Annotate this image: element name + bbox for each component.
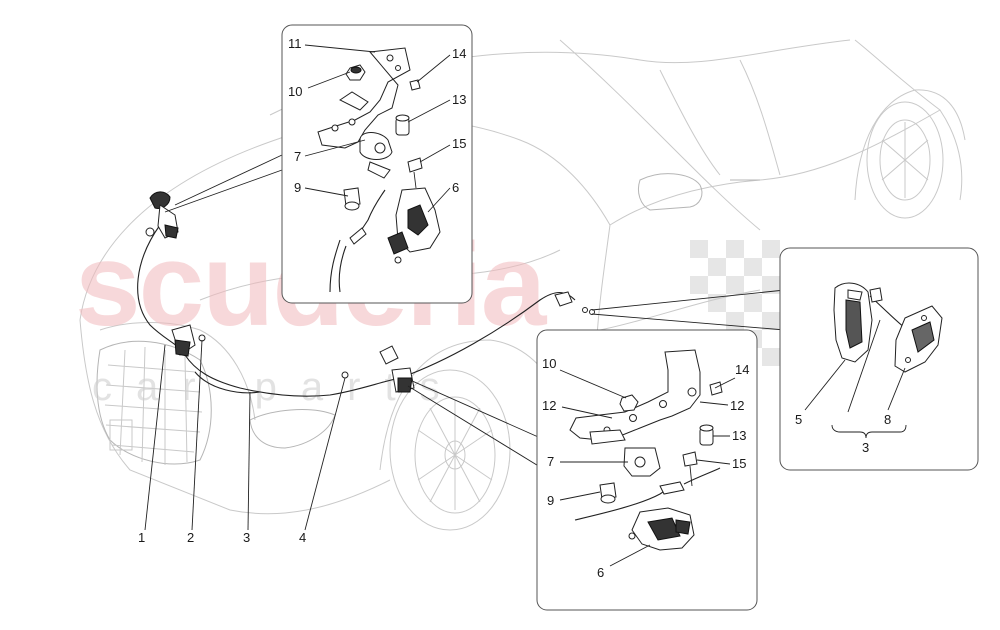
callout-main-1: 1 bbox=[138, 530, 145, 545]
watermark-sub: car parts bbox=[92, 365, 464, 409]
callout-top-7: 7 bbox=[294, 149, 301, 164]
callout-bottom-6: 6 bbox=[597, 565, 604, 580]
callout-bottom-9: 9 bbox=[547, 493, 554, 508]
callout-top-13: 13 bbox=[452, 92, 466, 107]
callout-top-9: 9 bbox=[294, 180, 301, 195]
callout-main-3: 3 bbox=[243, 530, 250, 545]
callout-top-14: 14 bbox=[452, 46, 466, 61]
inset-bottom-right-latch bbox=[536, 329, 758, 611]
callout-top-10: 10 bbox=[288, 84, 302, 99]
inset-pointer-lines bbox=[164, 154, 786, 471]
inset-top-left-latch bbox=[281, 24, 473, 304]
callout-bottom-10: 10 bbox=[542, 356, 556, 371]
callout-bottom-15: 15 bbox=[732, 456, 746, 471]
callout-right-8: 8 bbox=[884, 412, 891, 427]
inset-right-leaders bbox=[804, 319, 907, 439]
main-callout-leaders bbox=[144, 339, 346, 531]
callout-bottom-7: 7 bbox=[547, 454, 554, 469]
callout-bottom-12b: 12 bbox=[730, 398, 744, 413]
callout-bottom-13: 13 bbox=[732, 428, 746, 443]
inset-bottom-leaders bbox=[559, 369, 736, 567]
latch-left-on-car bbox=[145, 191, 179, 239]
latch-center-on-car bbox=[171, 324, 206, 357]
callout-main-4: 4 bbox=[299, 530, 306, 545]
callout-top-11: 11 bbox=[288, 36, 302, 51]
callout-bottom-12a: 12 bbox=[542, 398, 556, 413]
callout-bottom-14: 14 bbox=[735, 362, 749, 377]
checkered-flag-watermark bbox=[690, 240, 780, 366]
release-handle-on-car bbox=[554, 291, 595, 315]
callout-right-3: 3 bbox=[862, 440, 869, 455]
callout-right-5: 5 bbox=[795, 412, 802, 427]
inset-right-release-handle bbox=[779, 247, 979, 471]
callout-top-6: 6 bbox=[452, 180, 459, 195]
inset-top-leaders bbox=[304, 44, 451, 213]
callout-top-15: 15 bbox=[452, 136, 466, 151]
callout-main-2: 2 bbox=[187, 530, 194, 545]
